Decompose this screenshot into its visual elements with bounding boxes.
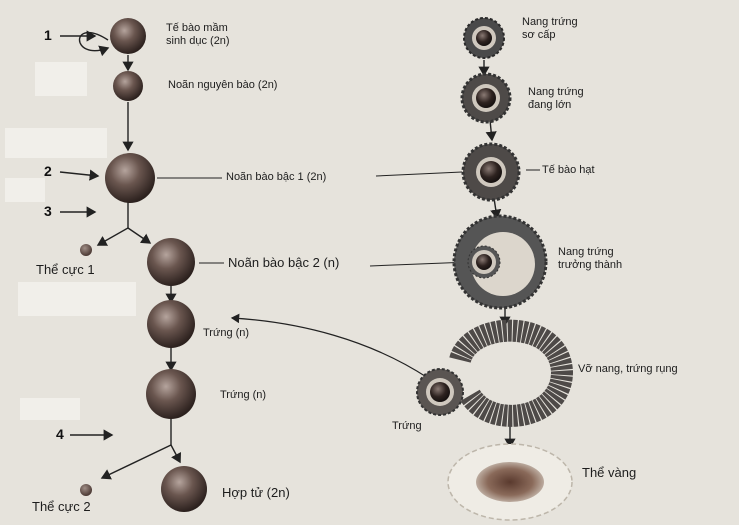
germ-cell <box>110 18 146 54</box>
arrow <box>59 169 100 181</box>
step-number-4: 4 <box>56 426 64 442</box>
mature-follicle-label-line2: trưởng thành <box>558 259 623 271</box>
ovulation-label: Vỡ nang, trứng rụng <box>578 363 678 375</box>
egg-return-arrow <box>230 313 429 379</box>
primary-follicle-label: Nang trứng sơ cấp <box>522 16 578 42</box>
growing-follicle-label-line1: Nang trứng <box>528 86 584 98</box>
blank-patch <box>35 62 87 96</box>
egg-2-label: Trứng (n) <box>220 389 267 401</box>
leader-line <box>369 261 471 267</box>
blank-patch <box>20 398 80 420</box>
secondary-oocyte-label: Noãn bào bậc 2 (n) <box>228 255 340 270</box>
granulosa-follicle <box>461 142 521 202</box>
polar-body-1-label: Thể cực 1 <box>36 262 95 277</box>
oogonium-cell <box>113 71 143 101</box>
growing-follicle-label-line2: đang lớn <box>528 99 572 111</box>
arrow <box>100 444 172 480</box>
released-egg <box>416 368 464 416</box>
germ-cell-label-line1: Tế bào mầm <box>166 22 228 34</box>
germ-cell-label-line2: sinh dục (2n) <box>166 35 230 47</box>
primary-follicle-label-line1: Nang trứng <box>522 16 578 28</box>
step-number-2: 2 <box>44 163 52 179</box>
blank-patch <box>18 282 136 316</box>
corpus-luteum <box>447 443 573 521</box>
self-renewal-loop <box>78 31 110 57</box>
growing-follicle-label: Nang trứng đang lớn <box>528 86 584 112</box>
egg-1-label: Trứng (n) <box>203 327 250 339</box>
step-number-3: 3 <box>44 203 52 219</box>
primary-oocyte-label: Noãn bào bậc 1 (2n) <box>226 171 327 183</box>
blank-patch <box>5 178 45 202</box>
primary-follicle-label-line2: sơ cấp <box>522 29 556 41</box>
polar-body-1 <box>80 244 92 256</box>
polar-body-2 <box>80 484 92 496</box>
arrow <box>485 119 497 142</box>
mature-follicle <box>452 214 548 310</box>
zygote-label: Hợp tử (2n) <box>222 485 290 500</box>
blank-patch <box>5 128 107 158</box>
released-egg-label: Trứng <box>392 420 422 432</box>
mature-follicle-label-line1: Nang trứng <box>558 246 614 258</box>
arrow <box>170 444 182 464</box>
leader-line <box>375 171 463 177</box>
egg-cell-2 <box>146 369 196 419</box>
primary-follicle <box>463 17 505 59</box>
arrow <box>96 227 129 246</box>
granulosa-label: Tế bào hạt <box>542 164 595 176</box>
oogonium-label: Noãn nguyên bào (2n) <box>168 79 278 91</box>
secondary-oocyte-cell <box>147 238 195 286</box>
mature-follicle-label: Nang trứng trưởng thành <box>558 246 622 272</box>
zygote-cell <box>161 466 207 512</box>
polar-body-2-label: Thể cực 2 <box>32 499 91 514</box>
ruptured-follicle <box>449 319 574 427</box>
growing-follicle <box>460 72 512 124</box>
step-number-1: 1 <box>44 27 52 43</box>
arrow <box>127 227 152 244</box>
primary-oocyte-cell <box>105 153 155 203</box>
corpus-luteum-label: Thể vàng <box>582 465 637 480</box>
germ-cell-label: Tế bào mầm sinh dục (2n) <box>166 22 230 48</box>
egg-cell-1 <box>147 300 195 348</box>
